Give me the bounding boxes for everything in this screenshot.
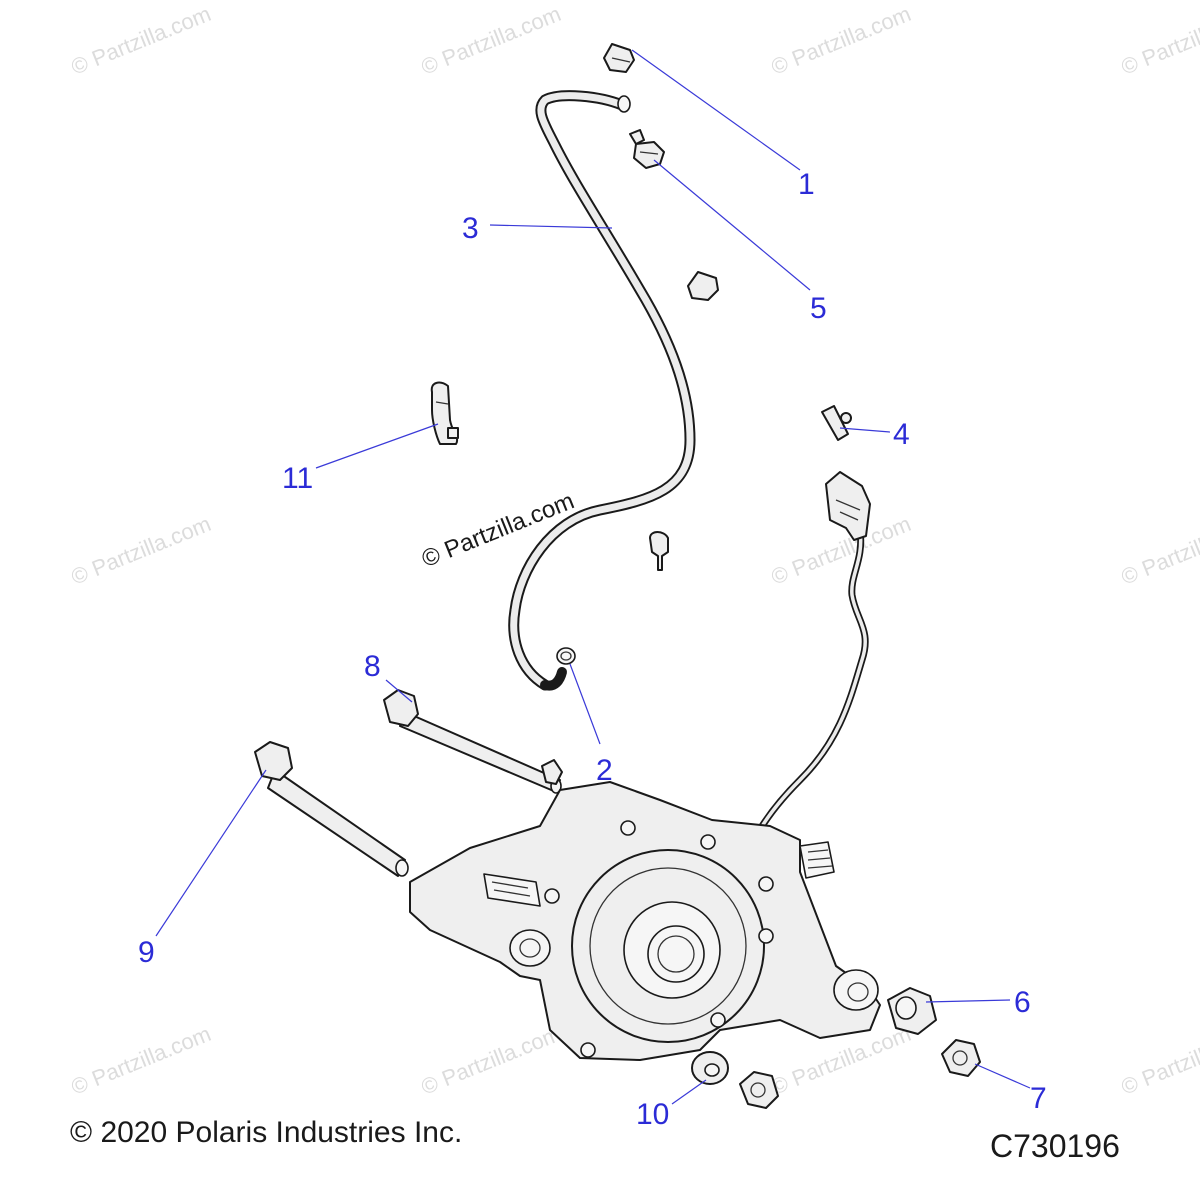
- callout-10: 10: [636, 1098, 669, 1131]
- watermark: © Partzilla.com: [418, 1021, 565, 1100]
- bolt-lower[interactable]: [254, 741, 409, 877]
- callout-1: 1: [798, 168, 815, 201]
- callout-4: 4: [893, 418, 910, 451]
- gearcase-housing[interactable]: [409, 759, 881, 1061]
- callout-3: 3: [462, 212, 479, 245]
- callout-5: 5: [810, 292, 827, 325]
- callout-2: 2: [596, 754, 613, 787]
- callout-9: 9: [138, 936, 155, 969]
- watermark: © Partzilla.com: [1118, 511, 1200, 590]
- callout-6: 6: [1014, 986, 1031, 1019]
- watermark: © Partzilla.com: [768, 1, 915, 80]
- hose-clamp[interactable]: [556, 647, 576, 665]
- breather-fitting[interactable]: [629, 129, 665, 169]
- watermark: © Partzilla.com: [1118, 1021, 1200, 1100]
- nut-lower[interactable]: [739, 1071, 779, 1109]
- callout-7: 7: [1030, 1082, 1047, 1115]
- callout-11: 11: [282, 462, 313, 495]
- callout-numbers: 1 2 3 4 5 6 7 8 9 10 11: [138, 168, 1047, 1131]
- breather-hose[interactable]: [508, 90, 696, 691]
- copyright-notice: © 2020 Polaris Industries Inc.: [70, 1116, 463, 1149]
- washer[interactable]: [691, 1051, 729, 1085]
- watermark: © Partzilla.com: [68, 1, 215, 80]
- figure-code: C730196: [990, 1128, 1120, 1164]
- sensor-harness[interactable]: [736, 471, 871, 910]
- bolt-upper[interactable]: [383, 689, 562, 794]
- nut-right[interactable]: [941, 1039, 981, 1077]
- watermark: © Partzilla.com: [68, 511, 215, 590]
- center-fitting[interactable]: [649, 531, 669, 571]
- watermark: © Partzilla.com: [418, 1, 565, 80]
- bracket-clip[interactable]: [821, 405, 852, 441]
- watermark: © Partzilla.com: [68, 1021, 215, 1100]
- bushing[interactable]: [887, 987, 937, 1035]
- leader-lines: [155, 49, 1031, 1105]
- callout-8: 8: [364, 650, 381, 683]
- harness-clip[interactable]: [430, 381, 459, 445]
- hose-clip[interactable]: [687, 271, 719, 301]
- watermark: © Partzilla.com: [1118, 1, 1200, 80]
- hose-fitting-top[interactable]: [603, 43, 635, 73]
